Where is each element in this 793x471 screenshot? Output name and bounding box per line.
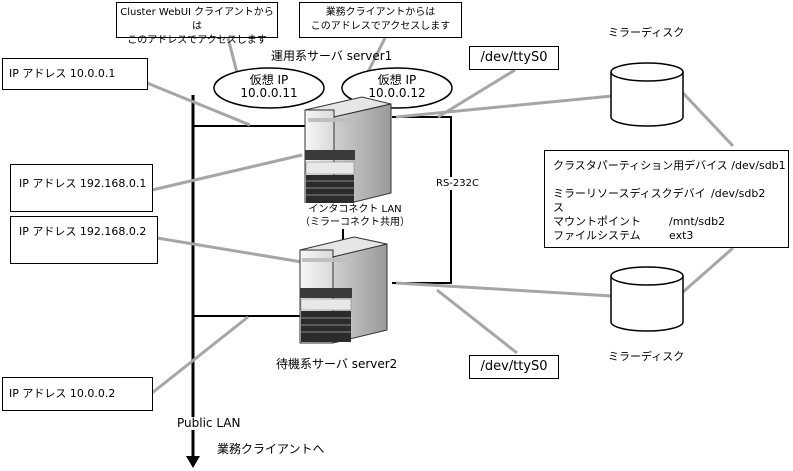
virtual-ip-1-label: 仮想 IP	[249, 73, 289, 87]
public-lan-label: Public LAN	[177, 416, 241, 430]
ip-box-top-public: IP アドレス 10.0.0.1	[2, 58, 148, 90]
interconnect-label-line2: （ミラーコネクト共用）	[300, 217, 410, 228]
business-callout-line1: 業務クライアントからは	[325, 7, 436, 18]
virtual-ip-2: 仮想 IP 10.0.0.12	[354, 74, 440, 100]
ip-box-bottom-interconnect: IP アドレス 192.168.0.2	[10, 216, 158, 264]
disk-info-box: クラスタパーティション用デバイス /dev/sdb1 ミラーリソースディスクデバ…	[544, 150, 789, 248]
server1-label: 運用系サーバ server1	[271, 49, 393, 63]
rs232c-label: RS-232C	[436, 177, 479, 190]
server1-icon	[304, 96, 392, 208]
virtual-ip-1-ellipse	[213, 67, 325, 109]
cluster-partition-text: クラスタパーティション用デバイス /dev/sdb1	[553, 159, 786, 172]
server2-icon	[299, 236, 388, 344]
to-clients-label: 業務クライアントへ	[217, 442, 325, 456]
business-callout: 業務クライアントからは このアドレスでアクセスします	[299, 2, 462, 38]
mirror-disk-bottom-icon	[610, 266, 684, 332]
disk-info-key: マウントポイント	[553, 215, 641, 228]
business-callout-line2: このアドレスでアクセスします	[310, 21, 451, 32]
disk-info-key: ミラーリソースディスクデバイス	[553, 187, 706, 214]
serial-device-top: /dev/ttyS0	[469, 46, 559, 70]
mirror-disk-top-icon	[610, 62, 684, 127]
virtual-ip-2-address: 10.0.0.12	[368, 86, 426, 100]
virtual-ip-1: 仮想 IP 10.0.0.11	[226, 74, 312, 100]
webui-callout-line2: このアドレスでアクセスします	[127, 35, 267, 46]
virtual-ip-2-label: 仮想 IP	[377, 73, 417, 87]
disk-info-row: ファイルシステム ext3	[553, 229, 788, 243]
disk-info-row: ミラーリソースディスクデバイス /dev/sdb2	[553, 187, 788, 215]
mirror-disk-top-label: ミラーディスク	[608, 26, 685, 39]
ip-box-bottom-public: IP アドレス 10.0.0.2	[2, 377, 153, 411]
serial-device-bottom: /dev/ttyS0	[469, 355, 559, 379]
interconnect-label-line1: インタコネクト LAN	[308, 204, 402, 215]
disk-info-value: /mnt/sdb2	[669, 215, 726, 228]
interconnect-label: インタコネクト LAN （ミラーコネクト共用）	[300, 203, 410, 229]
virtual-ip-1-address: 10.0.0.11	[240, 86, 298, 100]
virtual-ip-2-ellipse	[341, 67, 453, 109]
rs232c-cable	[392, 116, 452, 284]
webui-callout-line1: Cluster WebUI クライアントからは	[120, 7, 274, 32]
pointer-arrows	[146, 68, 735, 395]
disk-info-key: ファイルシステム	[553, 229, 641, 242]
lan-connections	[193, 125, 305, 317]
disk-info-value: ext3	[669, 229, 694, 242]
ip-box-top-interconnect: IP アドレス 192.168.0.1	[10, 164, 153, 212]
public-lan-arrowhead	[186, 456, 200, 468]
disk-info-row: マウントポイント /mnt/sdb2	[553, 215, 788, 229]
mirror-disk-bottom-label: ミラーディスク	[608, 350, 685, 363]
disk-info-value: /dev/sdb2	[711, 187, 766, 200]
server2-label: 待機系サーバ server2	[276, 357, 398, 371]
webui-callout: Cluster WebUI クライアントからは このアドレスでアクセスします	[116, 2, 278, 46]
